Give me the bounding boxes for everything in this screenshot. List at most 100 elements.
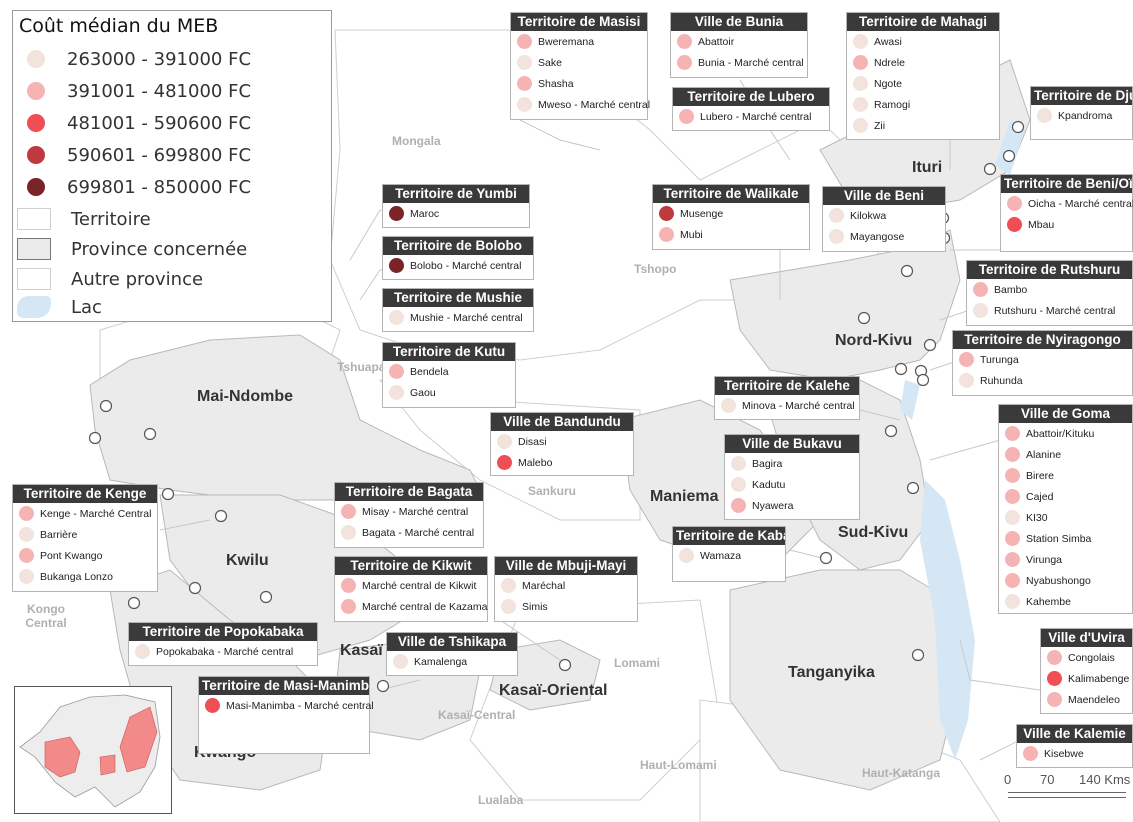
territory-card-title: Territoire de Rutshuru: [967, 261, 1132, 279]
market-item: Kadutu: [725, 474, 859, 495]
territory-card-title: Territoire de Mahagi: [847, 13, 999, 31]
market-cost-dot: [1005, 468, 1020, 483]
legend-label: 481001 - 590600 FC: [67, 112, 252, 134]
market-item: Mbau: [1001, 214, 1132, 235]
market-item: Marché central de Kikwit: [335, 575, 487, 596]
legend-swatch-5: [27, 178, 45, 196]
market-name: Maendeleo: [1068, 693, 1120, 706]
market-name: Bukanga Lonzo: [40, 570, 113, 583]
market-item: Minova - Marché central: [715, 395, 859, 416]
legend-swatch-4: [27, 146, 45, 164]
market-name: Ramogi: [874, 98, 911, 111]
province-label: Nord-Kivu: [835, 332, 913, 349]
legend-swatch-1: [27, 50, 45, 68]
other-province-label: Tshuapa: [337, 360, 386, 374]
market-cost-dot: [19, 548, 34, 563]
province-label: Sud-Kivu: [838, 524, 909, 541]
market-name: Bagata - Marché central: [362, 526, 475, 539]
market-cost-dot: [959, 373, 974, 388]
market-name: Kahembe: [1026, 595, 1071, 608]
inset-map: [14, 686, 172, 814]
market-item: Disasi: [491, 431, 633, 452]
market-item: Kpandroma: [1031, 105, 1132, 126]
market-name: Disasi: [518, 435, 547, 448]
legend-swatch-2: [27, 82, 45, 100]
market-name: Misay - Marché central: [362, 505, 469, 518]
market-cost-dot: [853, 97, 868, 112]
market-item: Sake: [511, 52, 647, 73]
market-name: Kilokwa: [850, 209, 887, 222]
territory-card-title: Territoire de Bagata: [335, 483, 483, 501]
market-item: Bagira: [725, 453, 859, 474]
market-cost-dot: [389, 206, 404, 221]
market-name: Mbau: [1028, 218, 1055, 231]
market-cost-dot: [135, 644, 150, 659]
territory-card-title: Territoire de Masi-Manimba: [199, 677, 369, 695]
market-item: Maroc: [383, 203, 529, 224]
market-cost-dot: [19, 506, 34, 521]
province-label: Kasaï-Oriental: [499, 682, 608, 699]
market-item: Simis: [495, 596, 637, 617]
market-name: Bweremana: [538, 35, 595, 48]
market-item: Kamalenga: [387, 651, 517, 672]
market-cost-dot: [829, 229, 844, 244]
market-item: Zii: [847, 115, 999, 136]
territory-card-title: Territoire de Nyiragongo: [953, 331, 1132, 349]
market-item: Gaou: [383, 382, 515, 403]
market-item: Marché central de Kazama: [335, 596, 487, 617]
market-cost-dot: [721, 398, 736, 413]
market-name: Maroc: [410, 207, 440, 220]
province-label: Tanganyika: [788, 664, 875, 681]
market-cost-dot: [341, 525, 356, 540]
scale-line: [1008, 792, 1126, 798]
market-name: Kenge - Marché Central: [40, 507, 152, 520]
market-name: Kisebwe: [1044, 747, 1084, 760]
market-name: Bambo: [994, 283, 1028, 296]
market-cost-dot: [1023, 746, 1038, 761]
market-item: Masi-Manimba - Marché central: [199, 695, 374, 716]
market-name: Mushie - Marché central: [410, 311, 523, 324]
market-cost-dot: [677, 55, 692, 70]
market-name: Marché central de Kikwit: [362, 579, 477, 592]
market-cost-dot: [497, 434, 512, 449]
market-cost-dot: [679, 548, 694, 563]
territory-card-title: Territoire de Beni/Oïcha: [1001, 175, 1132, 193]
territory-card-title: Territoire de Lubero: [673, 88, 829, 106]
market-item: Oicha - Marché central: [1001, 193, 1133, 214]
legend-class-row: 699801 - 850000 FC: [27, 173, 251, 201]
territory-card-title: Ville de Kalemie: [1017, 725, 1132, 743]
market-name: Lubero - Marché central: [700, 110, 812, 123]
legend-lake-swatch: [17, 296, 51, 318]
market-item: Kenge - Marché Central: [13, 503, 157, 524]
market-cost-dot: [501, 578, 516, 593]
market-cost-dot: [1007, 217, 1022, 232]
territory-card: Territoire de KabambareWamaza: [672, 526, 786, 582]
market-item: Kilokwa: [823, 205, 945, 226]
market-item: Nyawera: [725, 495, 859, 516]
market-name: Alanine: [1026, 448, 1062, 461]
territory-card-title: Ville de Bunia: [671, 13, 807, 31]
territory-card-title: Ville de Bandundu: [491, 413, 633, 431]
market-item: Mubi: [653, 224, 809, 245]
inset-map-drawing: [19, 694, 161, 808]
market-item: Barrière: [13, 524, 157, 545]
territory-card-title: Ville de Bukavu: [725, 435, 859, 453]
legend-province-swatch: [17, 238, 51, 260]
market-name: Malebo: [518, 456, 553, 469]
market-cost-dot: [497, 455, 512, 470]
market-name: Turunga: [980, 353, 1019, 366]
market-item: Bagata - Marché central: [335, 522, 483, 543]
market-name: Oicha - Marché central: [1028, 197, 1133, 210]
territory-card-title: Territoire de Bolobo: [383, 237, 533, 255]
market-name: Rutshuru - Marché central: [994, 304, 1116, 317]
market-cost-dot: [1047, 671, 1062, 686]
